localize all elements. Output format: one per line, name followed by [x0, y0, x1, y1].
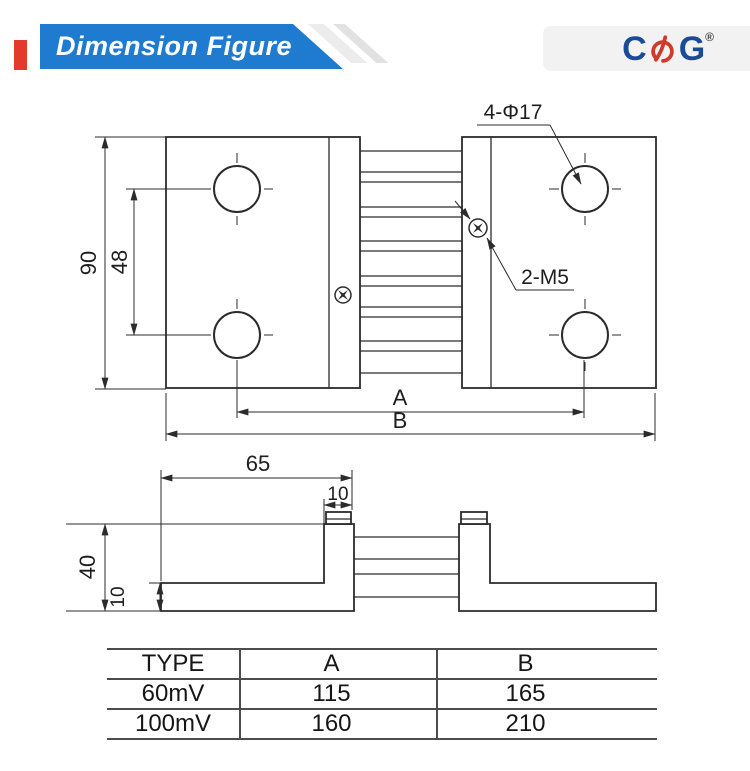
- dim-a-label: A: [393, 385, 408, 410]
- table-cell-b: 165: [436, 679, 657, 710]
- table-cell-type: 60mV: [107, 679, 240, 710]
- dim-b-label: B: [393, 408, 408, 433]
- callout-screws-label: 2-M5: [521, 266, 569, 289]
- dim-10-tab: 10: [323, 484, 353, 526]
- table-header-type: TYPE: [107, 648, 240, 680]
- brand-logo: C G ®: [543, 26, 750, 71]
- page-title: Dimension Figure: [56, 31, 293, 61]
- table-row: 100mV 160 210: [107, 709, 657, 740]
- section-banner: Dimension Figure: [40, 24, 343, 69]
- logo-letter-g: G: [678, 29, 706, 68]
- logo-no-glyph: [651, 34, 674, 63]
- callout-holes-label: 4-Φ17: [484, 101, 543, 124]
- table-cell-b: 210: [436, 709, 657, 740]
- m5-screw: [334, 286, 352, 304]
- table-header-a: A: [239, 648, 437, 680]
- table-header-b: B: [436, 648, 657, 680]
- callout-screws: 2-M5: [454, 200, 574, 291]
- dim-65-label: 65: [246, 451, 270, 476]
- side-view: 65 10 40 10: [66, 451, 657, 612]
- dim-10-tab-label: 10: [327, 484, 348, 505]
- table-row: 60mV 115 165: [107, 679, 657, 710]
- dim-a: A: [236, 360, 585, 418]
- table-cell-a: 160: [239, 709, 437, 740]
- dim-90: 90: [76, 136, 166, 390]
- logo-letter-c: C: [622, 29, 647, 68]
- registered-mark: ®: [705, 30, 714, 44]
- red-accent-bar: [14, 40, 27, 70]
- m5-screw: [468, 218, 488, 238]
- dim-40: 40: [66, 523, 324, 612]
- table-cell-type: 100mV: [107, 709, 240, 740]
- dim-48: 48: [107, 188, 207, 336]
- dimension-drawing: 90 48 A B 4-Φ17 2-: [66, 101, 657, 612]
- dim-10-base-label: 10: [108, 586, 129, 607]
- table-header-row: TYPE A B: [107, 648, 657, 680]
- table-cell-a: 115: [239, 679, 437, 710]
- callout-holes: 4-Φ17: [477, 101, 582, 185]
- top-view: 90 48 A B 4-Φ17 2-: [76, 101, 657, 441]
- dim-10-base: 10: [108, 582, 164, 612]
- dim-40-label: 40: [75, 555, 100, 579]
- dim-b: B: [165, 393, 656, 441]
- shunt-plates-side: [354, 536, 459, 598]
- dim-48-label: 48: [107, 250, 132, 274]
- shunt-plates: [360, 150, 462, 374]
- spec-table: TYPE A B 60mV 115 165 100mV 160 210: [107, 648, 657, 740]
- dim-90-label: 90: [76, 251, 101, 275]
